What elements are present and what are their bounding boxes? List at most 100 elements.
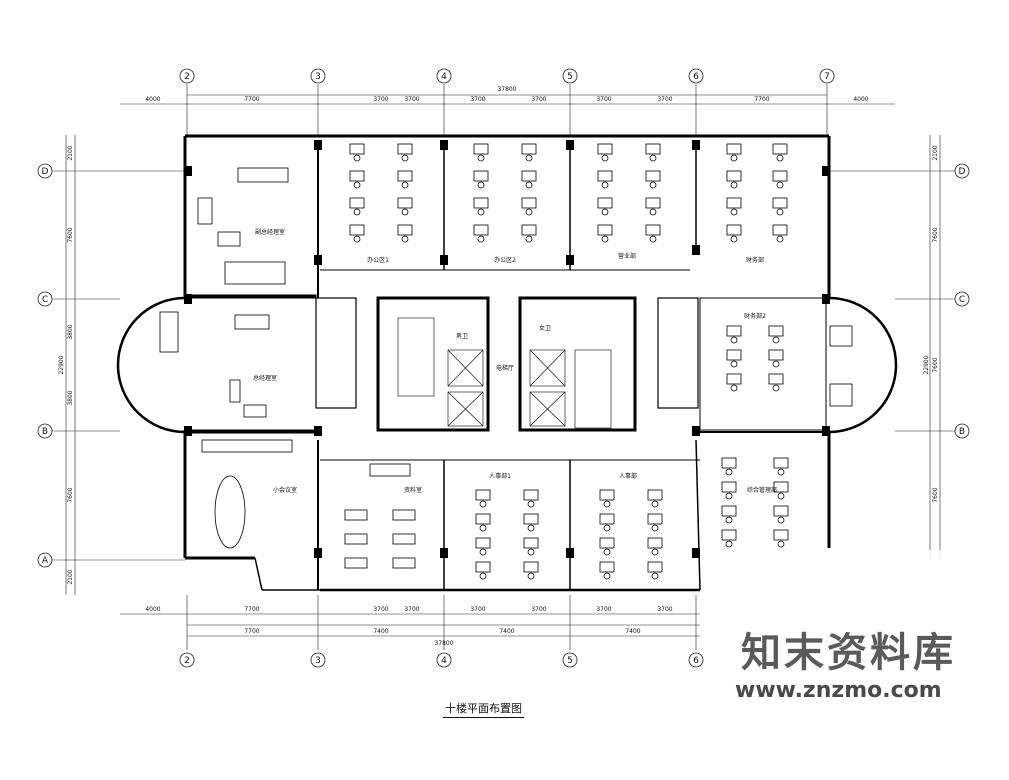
chair xyxy=(525,181,533,189)
chair xyxy=(777,468,785,476)
chair xyxy=(525,208,533,216)
room-label: 营业部 xyxy=(618,252,636,260)
room-label: 办公区1 xyxy=(367,256,389,264)
chair xyxy=(479,500,487,508)
dim-bottom-mid-segment: 7700 xyxy=(244,628,259,635)
dim-bottom-mid-segment: 7400 xyxy=(499,628,514,635)
dim-bottom-mid-segment: 7400 xyxy=(373,628,388,635)
chair xyxy=(477,235,485,243)
table xyxy=(344,557,368,569)
desk xyxy=(721,481,737,493)
chair xyxy=(777,540,785,548)
desk xyxy=(349,197,365,209)
desk xyxy=(772,197,788,209)
dim-top-segment: 3700 xyxy=(657,96,672,103)
chair xyxy=(772,360,780,368)
dim-top-segment: 3700 xyxy=(373,96,388,103)
chair xyxy=(479,548,487,556)
furniture xyxy=(159,167,853,549)
dim-top-segment: 4000 xyxy=(145,96,160,103)
table xyxy=(344,533,368,545)
dim-bottom-mid-segment: 7400 xyxy=(625,628,640,635)
dim-bottom-segment: 7700 xyxy=(244,606,259,613)
dim-left-segment: 7600 xyxy=(67,487,74,502)
room-label: 女卫 xyxy=(539,324,551,332)
axis-bubble xyxy=(37,423,53,439)
dim-top-segment: 3700 xyxy=(596,96,611,103)
desk xyxy=(768,349,784,361)
desk xyxy=(521,224,537,236)
room-label: 小会议室 xyxy=(273,486,297,494)
desk xyxy=(521,143,537,155)
axis-bubble xyxy=(310,68,326,84)
axis-label-row: D xyxy=(42,167,49,177)
chair xyxy=(401,235,409,243)
chair xyxy=(777,492,785,500)
desk xyxy=(726,349,742,361)
watermark-title: 知末资料库 xyxy=(741,630,956,676)
desk xyxy=(521,170,537,182)
axis-bubble xyxy=(37,291,53,307)
walls xyxy=(116,134,898,592)
structural-columns xyxy=(184,140,830,558)
dim-bottom-total: 37800 xyxy=(434,640,453,647)
dim-right-segment: 7600 xyxy=(932,357,939,372)
axis-label-col: 5 xyxy=(567,656,573,666)
desk xyxy=(726,170,742,182)
chair xyxy=(725,516,733,524)
room-label: 财务部2 xyxy=(744,312,766,320)
chair xyxy=(651,524,659,532)
dim-bottom-segment: 4000 xyxy=(145,606,160,613)
desk xyxy=(599,489,615,501)
table xyxy=(392,509,416,521)
chair xyxy=(730,235,738,243)
desk xyxy=(597,170,613,182)
chair xyxy=(525,154,533,162)
chair xyxy=(730,336,738,344)
desk xyxy=(726,373,742,385)
chair xyxy=(651,500,659,508)
chair xyxy=(601,154,609,162)
axis-bubble xyxy=(688,68,704,84)
desk xyxy=(523,489,539,501)
axis-bubble xyxy=(179,68,195,84)
axis-bubble xyxy=(179,652,195,668)
axis-label-row: B xyxy=(959,427,965,437)
chair xyxy=(479,524,487,532)
chair xyxy=(603,548,611,556)
desk xyxy=(726,197,742,209)
chair xyxy=(477,181,485,189)
table xyxy=(344,509,368,521)
axis-bubble xyxy=(954,163,970,179)
desk xyxy=(523,561,539,573)
dim-right-total: 22900 xyxy=(923,355,930,374)
dim-top-total: 37800 xyxy=(497,86,516,93)
desk xyxy=(475,561,491,573)
chair xyxy=(479,572,487,580)
desk xyxy=(645,143,661,155)
dim-top-segment: 3700 xyxy=(470,96,485,103)
desk xyxy=(397,143,413,155)
desk xyxy=(773,481,789,493)
desk xyxy=(599,537,615,549)
desk xyxy=(645,224,661,236)
chair xyxy=(730,154,738,162)
watermark: 知末资料库 www.znzmo.com xyxy=(713,550,1009,720)
chair xyxy=(776,181,784,189)
desk xyxy=(475,537,491,549)
desk xyxy=(773,529,789,541)
chair xyxy=(603,524,611,532)
desk xyxy=(645,197,661,209)
chair xyxy=(776,154,784,162)
dim-left-total: 22900 xyxy=(58,355,65,374)
chair xyxy=(651,548,659,556)
desk xyxy=(473,197,489,209)
desk xyxy=(647,561,663,573)
desk xyxy=(647,513,663,525)
room-label: 人事部 xyxy=(619,472,637,480)
chair xyxy=(730,384,738,392)
stairs xyxy=(397,317,612,429)
dim-bottom-segment: 3700 xyxy=(470,606,485,613)
